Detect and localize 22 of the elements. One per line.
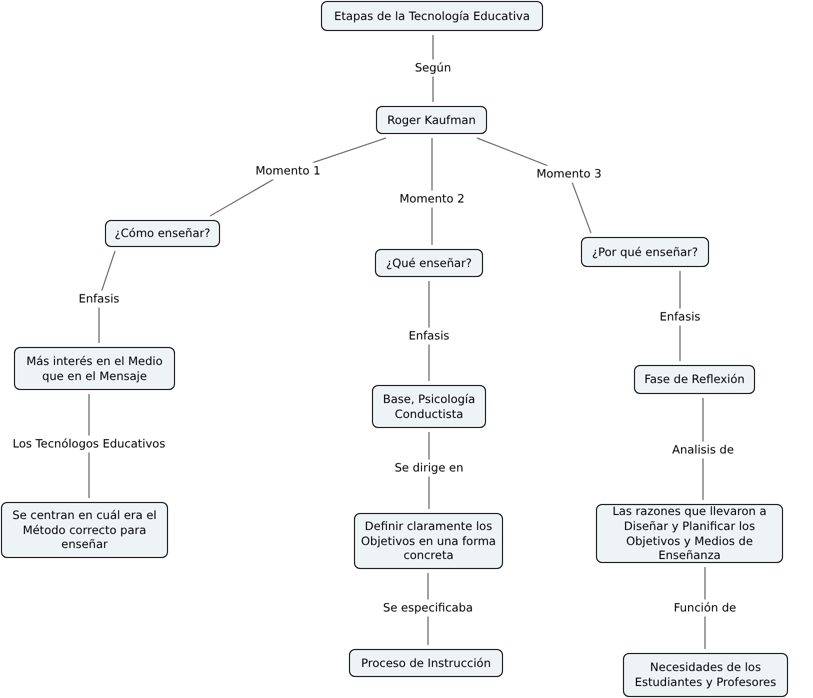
concept-box: Fase de Reflexión <box>634 365 755 394</box>
edge-label: Enfasis <box>406 328 452 344</box>
edge-label: Los Tecnólogos Educativos <box>10 436 168 452</box>
concept-box: ¿Qué enseñar? <box>375 249 483 277</box>
edge-label: Se especificaba <box>381 600 475 616</box>
concept-box: ¿Por qué enseñar? <box>581 237 709 267</box>
edge-label: Analisis de <box>670 442 736 458</box>
edge-label: Enfasis <box>658 308 702 326</box>
concept-box: Etapas de la Tecnología Educativa <box>321 1 543 31</box>
concept-box: Definir claramente los Objetivos en una forma concreta <box>354 513 503 569</box>
concept-box: Roger Kaufman <box>376 106 487 134</box>
edge-label: Según <box>412 60 454 76</box>
concept-box: Base, Psicología Conductista <box>372 385 486 428</box>
edge-label: Enfasis <box>76 290 122 308</box>
concept-box: Proceso de Instrucción <box>349 649 503 677</box>
concept-box: Necesidades de los Estudiantes y Profesores <box>623 653 788 697</box>
concept-box: ¿Cómo enseñar? <box>105 220 220 247</box>
concept-box: Más interés en el Medio que en el Mensaje <box>14 347 175 390</box>
concept-box: Las razones que llevaron a Diseñar y Planificar los Objetivos y Medios de Enseñanza <box>596 504 783 563</box>
edge-label: Función de <box>672 600 738 616</box>
edge-label: Se dirige en <box>392 460 466 476</box>
concept-box: Se centran en cuál era el Método correcto para enseñar <box>1 502 168 558</box>
